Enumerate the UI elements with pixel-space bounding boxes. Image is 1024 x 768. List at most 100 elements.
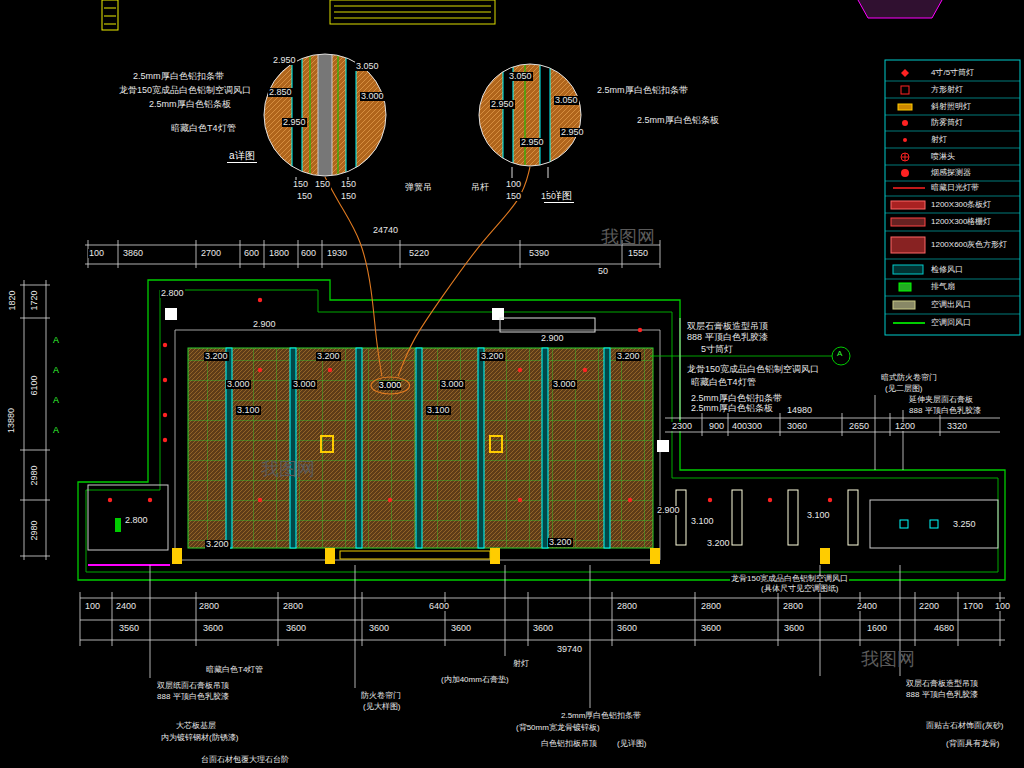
- annotation-note: (背面具有龙骨): [945, 740, 1000, 748]
- legend-panel: [885, 60, 1020, 335]
- legend-panel-part: [893, 301, 915, 309]
- dimension-text: 3600: [532, 624, 554, 633]
- legend-text: 喷淋头: [931, 152, 955, 161]
- dimension-text: 2400: [856, 602, 878, 611]
- dimension-text: 3.050: [554, 96, 579, 105]
- dimension-text: 2.800: [124, 516, 149, 525]
- legend-text: 1200X600灰色方形灯: [931, 240, 1007, 249]
- dimension-text: 24740: [372, 226, 399, 235]
- annotation-note: 暗藏白色T4灯管: [205, 666, 264, 674]
- dimension-text: 6100: [30, 374, 39, 396]
- dimension-text: 100: [505, 180, 522, 189]
- ceiling-grid-part: [188, 348, 653, 548]
- dimension-text: 1930: [326, 249, 348, 258]
- dimension-text: 2.950: [282, 118, 307, 127]
- annotation-note: 暗藏白色T4灯管: [690, 378, 757, 387]
- light-fixture-part: [832, 347, 850, 365]
- legend-text: 空调出风口: [931, 300, 971, 309]
- circle-border: [479, 64, 581, 166]
- dimension-text: 150: [296, 192, 313, 201]
- top-fixtures-part: [102, 0, 118, 30]
- leader-curve: [325, 177, 382, 376]
- axis-mark: A: [52, 366, 60, 375]
- light-fixture-part: [163, 413, 167, 417]
- dimension-text: 2.850: [268, 88, 293, 97]
- dimension-text: 2.900: [656, 506, 681, 515]
- annotation-note: 双层石膏板造型吊顶: [686, 322, 769, 331]
- light-fixture-part: [650, 356, 832, 357]
- dimension-text: 100: [88, 249, 105, 258]
- legend-row: 方形射灯: [930, 86, 964, 94]
- legend-row: 防雾筒灯: [930, 119, 964, 127]
- dimension-line: [20, 240, 1005, 708]
- dimension-text: 5220: [408, 249, 430, 258]
- dimension-text: 3600: [450, 624, 472, 633]
- ceiling-grid-part: [356, 348, 362, 548]
- dimension-text: 150: [340, 180, 357, 189]
- legend-row: 排气扇: [930, 283, 956, 291]
- annotation-note: 2.5mm厚白色铝条板: [636, 116, 720, 125]
- axis-mark: A: [836, 350, 843, 358]
- annotation-note: 龙骨150宽成品白色铝制空调风口: [730, 575, 849, 583]
- dimension-text: 3.100: [236, 406, 261, 415]
- annotation-note: 2.5mm厚白色铝扣条带: [560, 712, 642, 720]
- dimension-text: 2800: [198, 602, 220, 611]
- annotation-note: 暗式防火卷帘门: [880, 374, 938, 382]
- dimension-text: 2980: [30, 464, 39, 486]
- legend-text: 射灯: [931, 135, 947, 144]
- detail-circle-part: [479, 64, 581, 166]
- dimension-line-part: [665, 413, 1000, 436]
- dimension-text: 5390: [528, 249, 550, 258]
- dimension-text: 4680: [933, 624, 955, 633]
- legend-panel-part: [901, 69, 909, 77]
- light-fixture-part: [828, 498, 832, 502]
- dimension-text: 14980: [786, 406, 813, 415]
- legend-row: 暗藏日光灯带: [930, 184, 980, 192]
- annotation-note: 白色铝扣板吊顶: [540, 740, 598, 748]
- annotation-note: 888 平顶白色乳胶漆: [686, 333, 769, 342]
- columns-part: [325, 548, 335, 564]
- light-fixture: [108, 298, 938, 532]
- legend-panel-part: [901, 169, 909, 177]
- wall-outline-part: [870, 500, 998, 548]
- dimension-text: 150: [340, 192, 357, 201]
- dimension-text: 3600: [285, 624, 307, 633]
- wall-outline-part: [86, 290, 998, 572]
- columns-part: [788, 490, 798, 545]
- annotation-note: (背50mm宽龙骨镀锌板): [515, 724, 601, 732]
- detail-circle-part: [318, 50, 332, 190]
- annotation-note: 5寸筒灯: [700, 345, 734, 354]
- legend-panel-part: [891, 218, 925, 226]
- top-fixtures: [102, 0, 942, 30]
- dimension-text: 150: [505, 192, 522, 201]
- detail-circle: a详图: [263, 53, 387, 177]
- legend-panel-part: [893, 187, 925, 189]
- annotation-note: 2.5mm厚白色铝条板: [690, 404, 774, 413]
- dimension-text: 3600: [783, 624, 805, 633]
- dimension-text: 600: [243, 249, 260, 258]
- light-fixture-part: [628, 498, 632, 502]
- dimension-text: 6400: [428, 602, 450, 611]
- light-fixture-part: [930, 520, 938, 528]
- legend-row: 斜射照明灯: [930, 103, 972, 111]
- dimension-text: 2.950: [490, 100, 515, 109]
- light-fixture-part: [163, 438, 167, 442]
- annotation-note: 888 平顶白色乳胶漆: [905, 691, 979, 699]
- dimension-text: 3.000: [292, 380, 317, 389]
- legend-text: 烟感探测器: [931, 168, 971, 177]
- light-fixture-part: [258, 368, 262, 372]
- annotation-note: 888 平顶白色乳胶漆: [908, 407, 982, 415]
- legend-text: 4寸/5寸筒灯: [931, 68, 974, 77]
- dimension-text: 100: [994, 602, 1011, 611]
- ceiling-grid-part: [604, 348, 610, 548]
- light-fixture-part: [115, 518, 121, 532]
- columns-part: [165, 308, 177, 320]
- ceiling-grid-part: [478, 348, 484, 548]
- dimension-text: 3.000: [552, 380, 577, 389]
- legend-text: 1200X300条板灯: [931, 200, 991, 209]
- light-fixture-part: [583, 368, 587, 372]
- columns-part: [340, 551, 490, 559]
- dimension-line-part: [20, 280, 50, 560]
- legend-text: 1200X300格栅灯: [931, 217, 991, 226]
